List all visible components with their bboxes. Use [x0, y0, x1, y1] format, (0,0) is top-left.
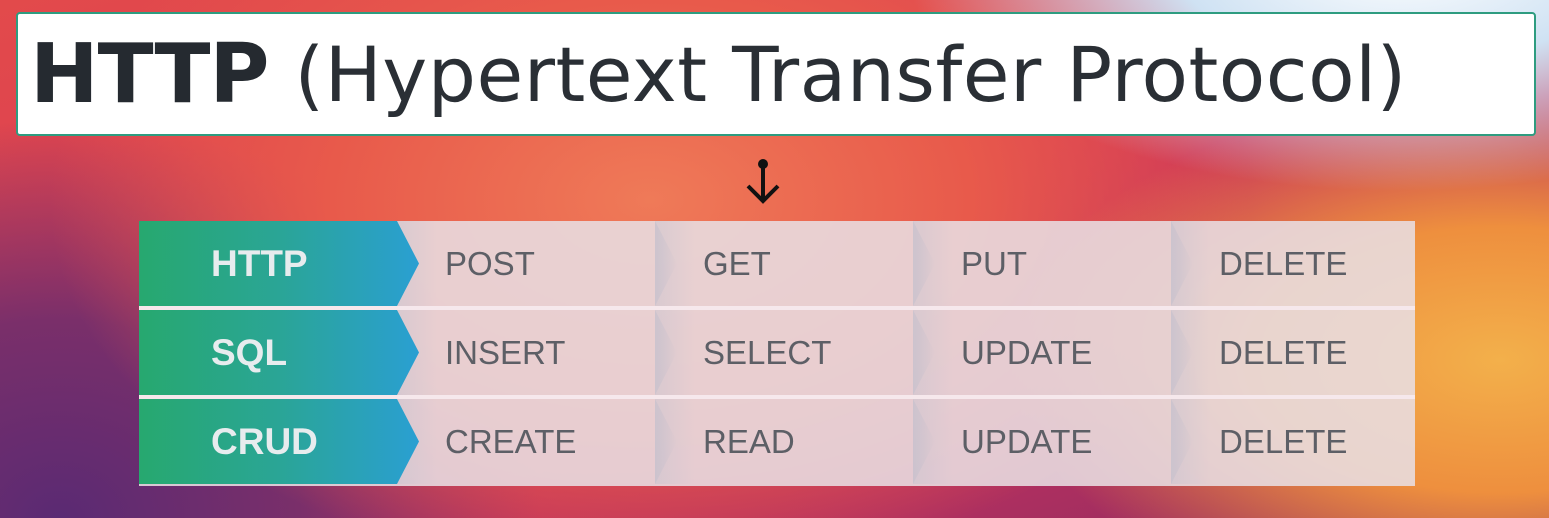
cell-label: UPDATE: [961, 333, 1093, 371]
title-bold: HTTP: [30, 26, 269, 122]
table-row-sql: SQL INSERT SELECT UPDATE DELETE: [139, 310, 1415, 395]
table-cell: DELETE: [1171, 399, 1411, 484]
table-cell: DELETE: [1171, 310, 1411, 395]
row-header-label: HTTP: [211, 242, 308, 284]
cell-label: DELETE: [1219, 422, 1348, 460]
cell-label: INSERT: [445, 333, 566, 371]
cell-label: POST: [445, 244, 535, 282]
cell-label: PUT: [961, 244, 1027, 282]
row-divider: [139, 395, 1415, 399]
table-cell: READ: [655, 399, 913, 484]
row-header: HTTP: [139, 221, 419, 306]
cell-label: DELETE: [1219, 333, 1348, 371]
table-row-http: HTTP POST GET PUT DELETE: [139, 221, 1415, 306]
row-divider: [139, 306, 1415, 310]
table-cell: CREATE: [397, 399, 655, 484]
table-cell: SELECT: [655, 310, 913, 395]
table-row-crud: CRUD CREATE READ UPDATE DELETE: [139, 399, 1415, 484]
table-cell: POST: [397, 221, 655, 306]
table-cell: DELETE: [1171, 221, 1411, 306]
table-cell: PUT: [913, 221, 1171, 306]
table-cell: INSERT: [397, 310, 655, 395]
row-header: SQL: [139, 310, 419, 395]
table-cell: GET: [655, 221, 913, 306]
cell-label: SELECT: [703, 333, 832, 371]
down-arrow-icon: [746, 159, 780, 204]
table-cell: UPDATE: [913, 399, 1171, 484]
row-header-label: CRUD: [211, 420, 318, 462]
cell-label: CREATE: [445, 422, 577, 460]
table-cell: UPDATE: [913, 310, 1171, 395]
cell-label: UPDATE: [961, 422, 1093, 460]
comparison-table: HTTP POST GET PUT DELETE SQL INSERT SELE…: [139, 221, 1415, 486]
title-subtitle: (Hypertext Transfer Protocol): [294, 29, 1407, 119]
cell-label: DELETE: [1219, 244, 1348, 282]
row-header: CRUD: [139, 399, 419, 484]
cell-label: READ: [703, 422, 795, 460]
row-header-label: SQL: [211, 331, 288, 373]
cell-label: GET: [703, 244, 771, 282]
title-box: HTTP (Hypertext Transfer Protocol): [16, 12, 1536, 136]
